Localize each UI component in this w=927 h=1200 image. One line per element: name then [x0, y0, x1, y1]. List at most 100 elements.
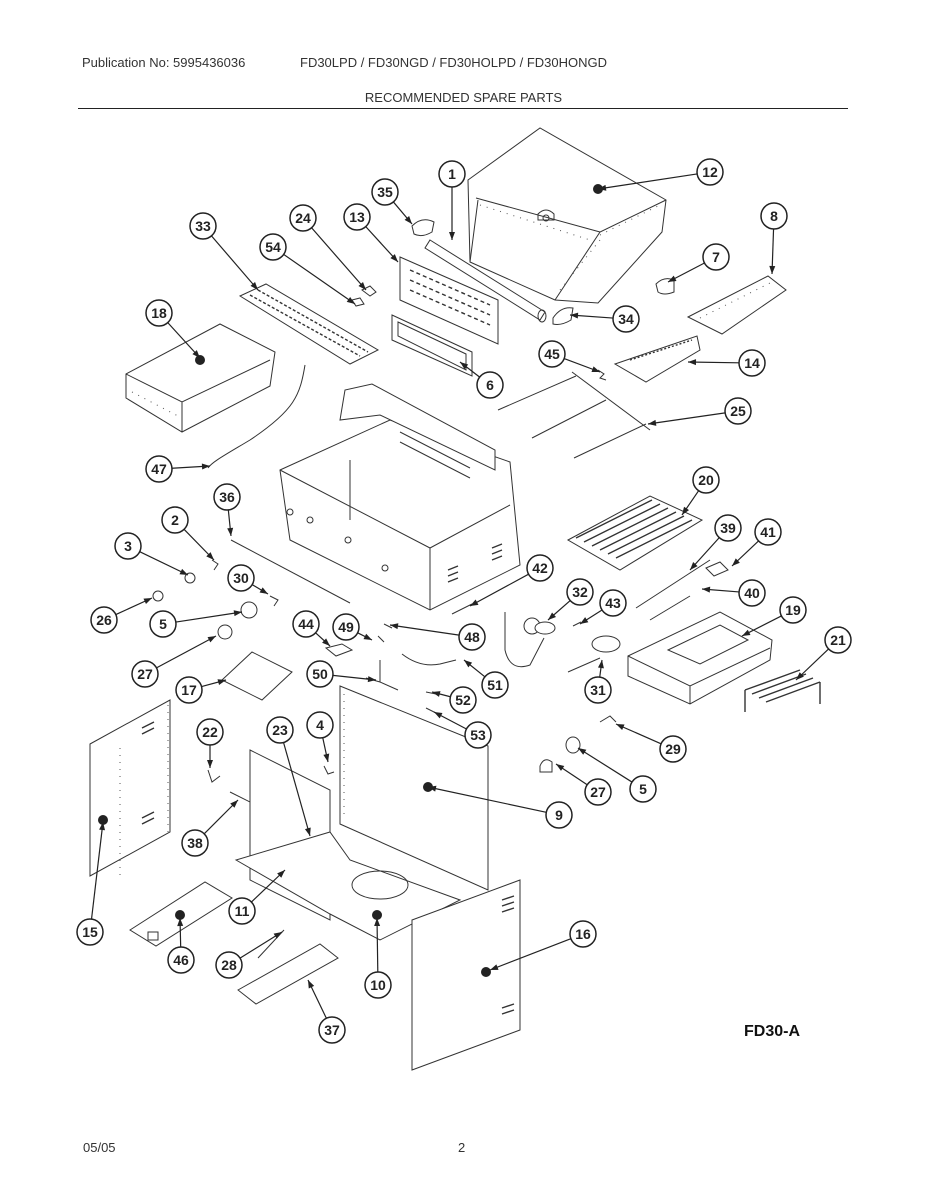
callout-arrowhead — [322, 638, 330, 646]
callout-label: 21 — [830, 632, 846, 648]
callout-label: 31 — [590, 682, 606, 698]
callout-leader — [211, 235, 259, 291]
callout-circle — [760, 202, 788, 230]
callout-label: 39 — [720, 520, 736, 536]
callout-label: 13 — [349, 209, 365, 225]
callout-arrowhead — [490, 964, 499, 970]
callout-circle — [189, 212, 217, 240]
callout-label: 35 — [377, 184, 393, 200]
callout-28: 28 — [215, 931, 283, 979]
callout-label: 26 — [96, 612, 112, 628]
callout-circle — [114, 532, 142, 560]
callout-label: 12 — [702, 164, 718, 180]
diagram-code: FD30-A — [744, 1023, 801, 1040]
callout-23: 23 — [266, 716, 311, 837]
callout-29: 29 — [615, 723, 687, 763]
callout-5: 5 — [577, 747, 657, 803]
callout-label: 46 — [173, 952, 189, 968]
callout-circle — [692, 466, 720, 494]
callout-47: 47 — [145, 455, 211, 483]
part-left-side-panel — [89, 699, 171, 880]
callout-label: 32 — [572, 584, 588, 600]
part-vent-panel — [238, 283, 380, 365]
callout-leader — [597, 173, 698, 190]
part-rod — [230, 539, 351, 604]
callout-arrowhead — [390, 254, 398, 262]
callout-label: 50 — [312, 666, 328, 682]
callout-circle — [545, 801, 573, 829]
callout-label: 11 — [235, 903, 250, 919]
callout-circle — [659, 735, 687, 763]
callout-39: 39 — [689, 514, 742, 571]
callout-arrowhead — [206, 552, 214, 560]
callout-circle — [629, 775, 657, 803]
callout-17: 17 — [175, 676, 227, 704]
callout-circle — [696, 158, 724, 186]
callout-arrowhead — [230, 800, 238, 808]
callout-arrowhead — [323, 753, 330, 762]
callout-circle — [266, 716, 294, 744]
callout-arrowhead — [732, 558, 740, 566]
part-valve — [599, 715, 617, 723]
callout-33: 33 — [189, 212, 259, 291]
part-handle-end-left — [411, 219, 435, 237]
callout-circle — [76, 918, 104, 946]
callout-arrowhead — [207, 636, 216, 643]
callout-54: 54 — [259, 233, 356, 305]
part-handle-end-right — [552, 307, 574, 325]
callout-arrowhead — [227, 527, 234, 536]
callout-arrowhead — [742, 629, 751, 636]
part-side-burner-box — [627, 611, 773, 705]
callout-circle — [213, 483, 241, 511]
callout-12: 12 — [597, 158, 724, 191]
callout-leader — [175, 611, 243, 623]
part-grille-insert — [324, 643, 354, 657]
callout-label: 33 — [195, 218, 211, 234]
part-gas-tube — [207, 364, 306, 469]
callout-10: 10 — [364, 917, 392, 999]
callout-circle — [343, 203, 371, 231]
header-divider — [78, 108, 848, 109]
callout-37: 37 — [307, 979, 346, 1044]
part-valve-tee — [365, 660, 399, 691]
part-hardware-52 — [425, 691, 437, 695]
callout-label: 17 — [181, 682, 197, 698]
callout-label: 51 — [487, 677, 503, 693]
callout-arrowhead — [367, 676, 376, 683]
part-screw — [572, 621, 582, 627]
callout-arrowhead — [769, 265, 776, 274]
part-fitting — [451, 603, 473, 615]
callout-leader — [427, 786, 547, 813]
part-hardware-30 — [269, 595, 279, 607]
callout-19: 19 — [741, 596, 807, 637]
callout-leader — [283, 253, 356, 305]
page-title: RECOMMENDED SPARE PARTS — [364, 90, 563, 105]
callout-circle — [584, 676, 612, 704]
callout-circle — [566, 578, 594, 606]
callout-leader — [311, 227, 367, 291]
callout-label: 23 — [272, 722, 288, 738]
part-hardware-2 — [211, 559, 219, 571]
callout-label: 54 — [265, 239, 281, 255]
model-numbers: FD30LPD / FD30NGD / FD30HOLPD / FD30HONG… — [300, 55, 608, 70]
callout-18: 18 — [145, 299, 201, 359]
callout-arrowhead — [548, 612, 556, 620]
callout-circle — [292, 610, 320, 638]
callout-circle — [90, 606, 118, 634]
callout-label: 9 — [555, 807, 563, 823]
callout-label: 52 — [455, 692, 471, 708]
callout-circle — [215, 951, 243, 979]
callout-11: 11 — [228, 869, 286, 925]
callout-8: 8 — [760, 202, 788, 275]
part-bezel-5 — [240, 601, 258, 619]
callout-label: 6 — [486, 377, 494, 393]
callout-16: 16 — [489, 920, 597, 971]
part-base-panel-left — [129, 881, 233, 947]
callout-arrowhead — [668, 275, 677, 282]
callout-arrowhead — [682, 506, 689, 515]
callout-3: 3 — [114, 532, 189, 576]
callout-2: 2 — [161, 506, 215, 561]
callout-leader — [389, 624, 460, 636]
callout-arrowhead — [597, 660, 604, 669]
